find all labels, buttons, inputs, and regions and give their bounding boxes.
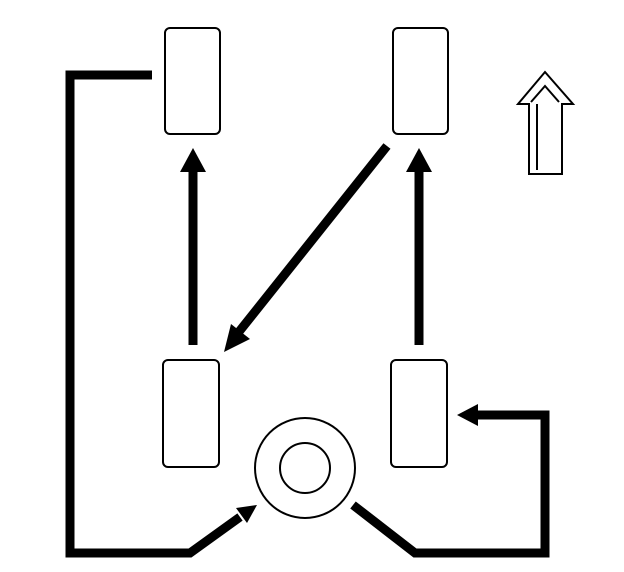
arrowhead-icon (224, 324, 250, 352)
arrowhead-icon (406, 148, 432, 172)
arrow-front-right-to-rear-left (224, 143, 391, 352)
up-arrow-shadow-edge (530, 84, 560, 103)
arrow-spare-to-rear-right (350, 404, 550, 558)
arrow-rear-right-to-front-right (406, 148, 432, 345)
arrowhead-icon (236, 505, 257, 523)
spare-tire (254, 417, 356, 519)
tire-front-right (392, 27, 449, 135)
arrow-rear-left-to-front-left (180, 148, 206, 345)
arrowhead-icon (180, 148, 206, 172)
up-arrow-outline (515, 70, 576, 175)
tire-rear-left (162, 359, 220, 468)
tire-rear-right (390, 359, 448, 468)
up-arrow-icon (515, 70, 576, 175)
spare-tire-inner-ring (279, 442, 331, 494)
tire-front-left (164, 27, 221, 135)
arrow-front-left-to-spare (65, 70, 257, 558)
arrowhead-icon (457, 404, 478, 426)
